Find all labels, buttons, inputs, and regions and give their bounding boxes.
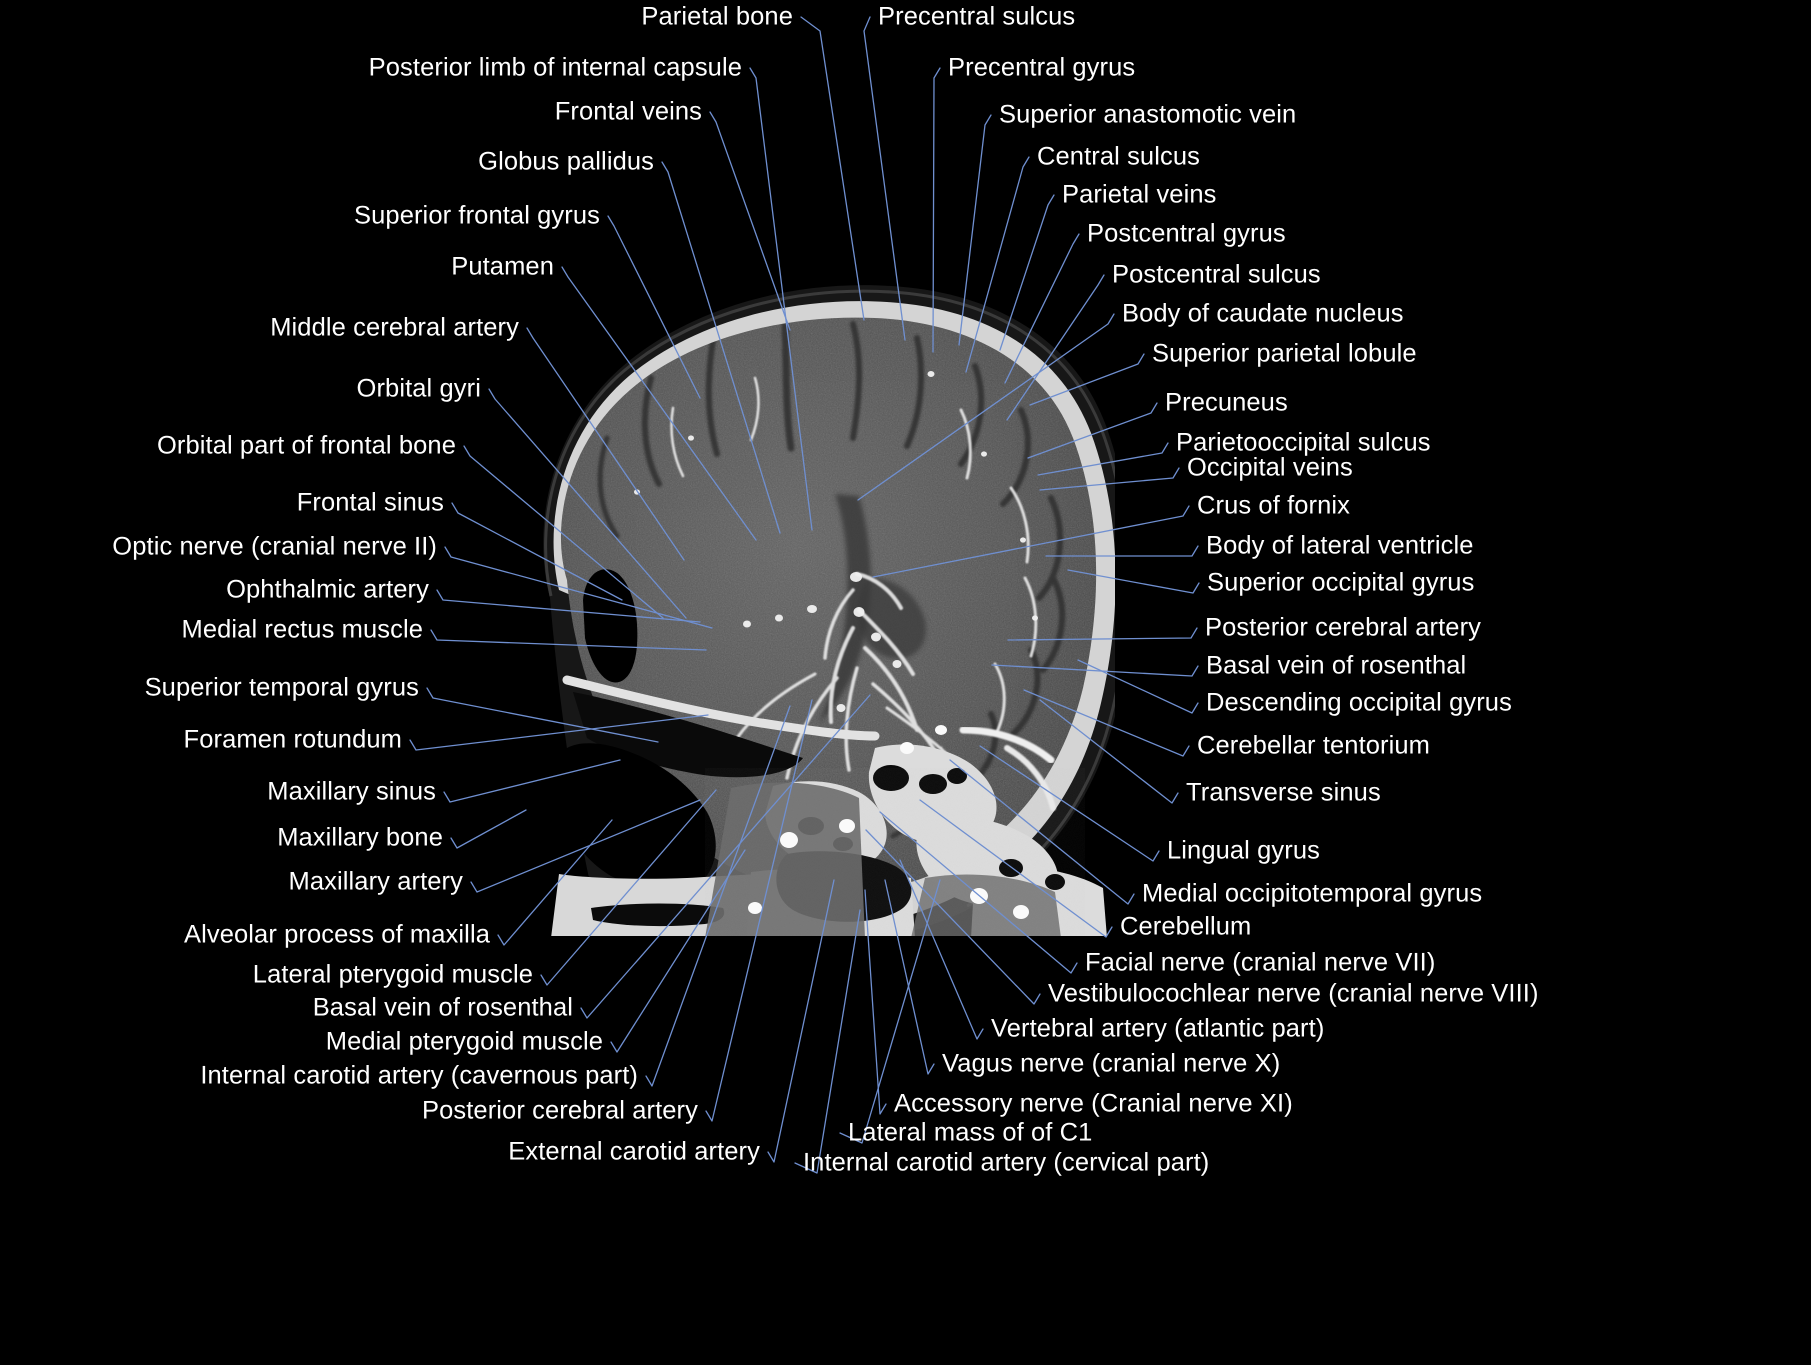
interhemispheric-region: [819, 494, 871, 722]
slice-bottom-cut: [455, 936, 1115, 938]
alveolar-cleft: [591, 903, 725, 927]
anatomy-label-precentral-gyrus: Precentral gyrus: [948, 53, 1136, 82]
anatomy-label-lateral-mass-of-of-c1: Lateral mass of of C1: [848, 1118, 1093, 1147]
anatomy-label-posterior-cerebral-artery: Posterior cerebral artery: [421, 1096, 698, 1125]
anatomy-label-superior-temporal-gyrus: Superior temporal gyrus: [144, 673, 419, 702]
anatomy-label-putamen: Putamen: [451, 252, 554, 281]
anatomy-label-parietal-bone: Parietal bone: [641, 2, 793, 31]
anatomy-label-superior-anastomotic-vein: Superior anastomotic vein: [999, 100, 1297, 129]
anatomy-label-accessory-nerve-cranial-nerve-xi: Accessory nerve (Cranial nerve XI): [894, 1089, 1293, 1118]
anatomy-label-frontal-sinus: Frontal sinus: [296, 488, 444, 517]
anatomy-label-crus-of-fornix: Crus of fornix: [1197, 491, 1351, 520]
anatomy-label-internal-carotid-artery-cervical-part: Internal carotid artery (cervical part): [803, 1148, 1210, 1177]
anatomy-label-superior-frontal-gyrus: Superior frontal gyrus: [354, 201, 600, 230]
anatomy-label-vertebral-artery-atlantic-part: Vertebral artery (atlantic part): [991, 1014, 1325, 1043]
anatomy-label-cerebellum: Cerebellum: [1120, 912, 1252, 941]
anatomy-label-transverse-sinus: Transverse sinus: [1186, 778, 1381, 807]
anatomy-label-precuneus: Precuneus: [1165, 388, 1288, 417]
anatomy-label-superior-parietal-lobule: Superior parietal lobule: [1152, 339, 1417, 368]
anatomy-label-basal-vein-of-rosenthal: Basal vein of rosenthal: [312, 993, 573, 1022]
anatomy-label-central-sulcus: Central sulcus: [1037, 142, 1200, 171]
anatomy-label-lateral-pterygoid-muscle: Lateral pterygoid muscle: [252, 960, 533, 989]
anatomy-label-superior-occipital-gyrus: Superior occipital gyrus: [1207, 568, 1475, 597]
anatomy-label-external-carotid-artery: External carotid artery: [508, 1137, 760, 1166]
anatomy-label-postcentral-sulcus: Postcentral sulcus: [1112, 260, 1321, 289]
anatomy-label-orbital-gyri: Orbital gyri: [356, 374, 481, 403]
anatomy-label-medial-rectus-muscle: Medial rectus muscle: [181, 615, 423, 644]
anatomy-label-maxillary-artery: Maxillary artery: [288, 867, 463, 896]
anatomy-label-foramen-rotundum: Foramen rotundum: [183, 725, 402, 754]
anatomy-label-maxillary-sinus: Maxillary sinus: [267, 777, 436, 806]
anatomy-label-precentral-sulcus: Precentral sulcus: [878, 2, 1076, 31]
anatomy-label-posterior-cerebral-artery: Posterior cerebral artery: [1205, 613, 1482, 642]
anatomy-label-alveolar-process-of-maxilla: Alveolar process of maxilla: [184, 920, 490, 949]
anatomy-label-globus-pallidus: Globus pallidus: [478, 147, 654, 176]
anatomy-label-medial-occipitotemporal-gyrus: Medial occipitotemporal gyrus: [1142, 879, 1483, 908]
anatomy-label-parietal-veins: Parietal veins: [1062, 180, 1217, 209]
anatomy-label-cerebellar-tentorium: Cerebellar tentorium: [1197, 731, 1431, 760]
anatomy-label-descending-occipital-gyrus: Descending occipital gyrus: [1206, 688, 1512, 717]
anatomy-label-occipital-veins: Occipital veins: [1187, 453, 1353, 482]
anatomy-label-facial-nerve-cranial-nerve-vii: Facial nerve (cranial nerve VII): [1085, 948, 1436, 977]
anatomy-label-orbital-part-of-frontal-bone: Orbital part of frontal bone: [156, 431, 456, 460]
ct-scan-svg: [455, 278, 1115, 938]
anatomy-label-frontal-veins: Frontal veins: [554, 97, 702, 126]
anatomy-label-basal-vein-of-rosenthal: Basal vein of rosenthal: [1206, 651, 1467, 680]
anatomy-label-body-of-lateral-ventricle: Body of lateral ventricle: [1206, 531, 1474, 560]
anatomy-label-ophthalmic-artery: Ophthalmic artery: [226, 575, 429, 604]
anatomy-label-postcentral-gyrus: Postcentral gyrus: [1087, 219, 1286, 248]
anatomy-label-middle-cerebral-artery: Middle cerebral artery: [270, 313, 519, 342]
ct-scan-image: [455, 278, 1115, 938]
anatomy-label-posterior-limb-of-internal-capsule: Posterior limb of internal capsule: [368, 53, 742, 82]
leader-line-parietal-bone: [800, 16, 865, 321]
anatomy-label-optic-nerve-cranial-nerve-ii: Optic nerve (cranial nerve II): [112, 532, 437, 561]
anatomy-label-medial-pterygoid-muscle: Medial pterygoid muscle: [325, 1027, 603, 1056]
anatomy-label-vestibulocochlear-nerve-cranial-nerve-viii: Vestibulocochlear nerve (cranial nerve V…: [1048, 979, 1539, 1008]
anatomy-label-maxillary-bone: Maxillary bone: [277, 823, 443, 852]
anatomy-label-internal-carotid-artery-cavernous-part: Internal carotid artery (cavernous part): [200, 1061, 638, 1090]
anatomy-label-body-of-caudate-nucleus: Body of caudate nucleus: [1122, 299, 1404, 328]
anatomy-label-vagus-nerve-cranial-nerve-x: Vagus nerve (cranial nerve X): [942, 1049, 1281, 1078]
anatomy-label-lingual-gyrus: Lingual gyrus: [1167, 836, 1320, 865]
anatomy-label-parietooccipital-sulcus: Parietooccipital sulcus: [1176, 428, 1431, 457]
